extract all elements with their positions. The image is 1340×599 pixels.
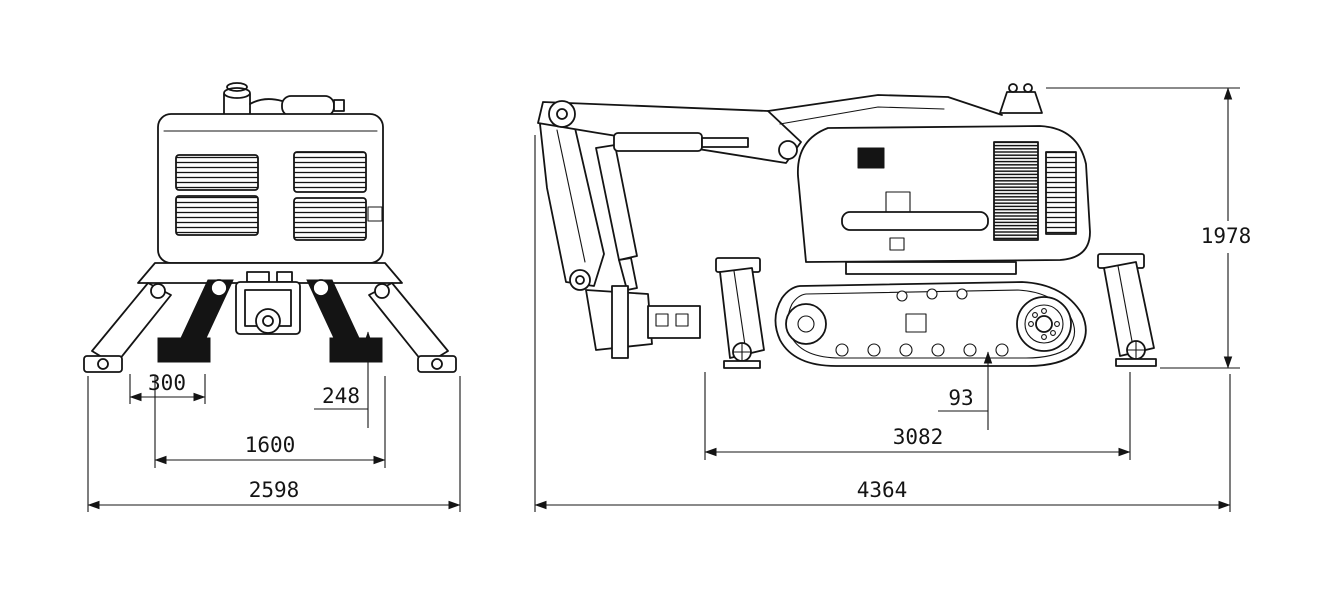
dimension-label-2598: 2598	[249, 478, 300, 502]
dimension-2598: 2598	[87, 376, 461, 512]
dimension-label-248: 248	[322, 384, 360, 408]
side-latch	[367, 206, 383, 222]
outrigger-leg-left	[83, 282, 172, 373]
beacon	[999, 83, 1043, 114]
dimension-annotations: 300 248 1600 2598 93 3082	[87, 87, 1252, 512]
track-tensioner	[905, 288, 938, 333]
side-view	[537, 83, 1157, 369]
boom-lower-arm	[539, 114, 605, 287]
dimension-1600: 1600	[154, 376, 386, 468]
dimension-label-1978: 1978	[1201, 224, 1252, 248]
dimension-248: 248	[314, 331, 373, 428]
dimension-label-300: 300	[148, 371, 186, 395]
dimension-label-93: 93	[948, 386, 973, 410]
outrigger-leg-right	[368, 282, 457, 373]
dimension-1978: 1978	[1046, 87, 1252, 369]
boom-cylinder-upper	[613, 132, 749, 152]
dimension-label-1600: 1600	[245, 433, 296, 457]
front-view	[83, 82, 457, 373]
road-wheels	[835, 288, 1009, 357]
dimension-label-4364: 4364	[857, 478, 908, 502]
muffler	[249, 95, 345, 117]
outrigger-front-side	[715, 257, 765, 369]
center-gearbox	[235, 271, 301, 335]
dimension-3082: 3082	[704, 372, 1131, 460]
dimension-93: 93	[938, 351, 993, 430]
outrigger-rear-side	[1097, 253, 1157, 367]
machine-body-side	[797, 125, 1091, 263]
top-cover	[767, 94, 1003, 125]
dimension-300: 300	[129, 371, 206, 404]
dimension-label-3082: 3082	[893, 425, 944, 449]
inner-strut-left	[174, 279, 234, 352]
track-frame	[845, 261, 1017, 275]
chassis-base	[137, 262, 403, 284]
idler-wheel	[785, 303, 827, 345]
boom-cylinder-lower	[595, 144, 638, 291]
dimension-4364: 4364	[534, 135, 1231, 512]
inner-strut-right	[306, 279, 366, 352]
engine-grille	[175, 151, 367, 241]
attachment-head	[569, 269, 701, 359]
drive-sprocket	[1016, 296, 1072, 352]
exhaust-stack-icon	[223, 82, 251, 115]
